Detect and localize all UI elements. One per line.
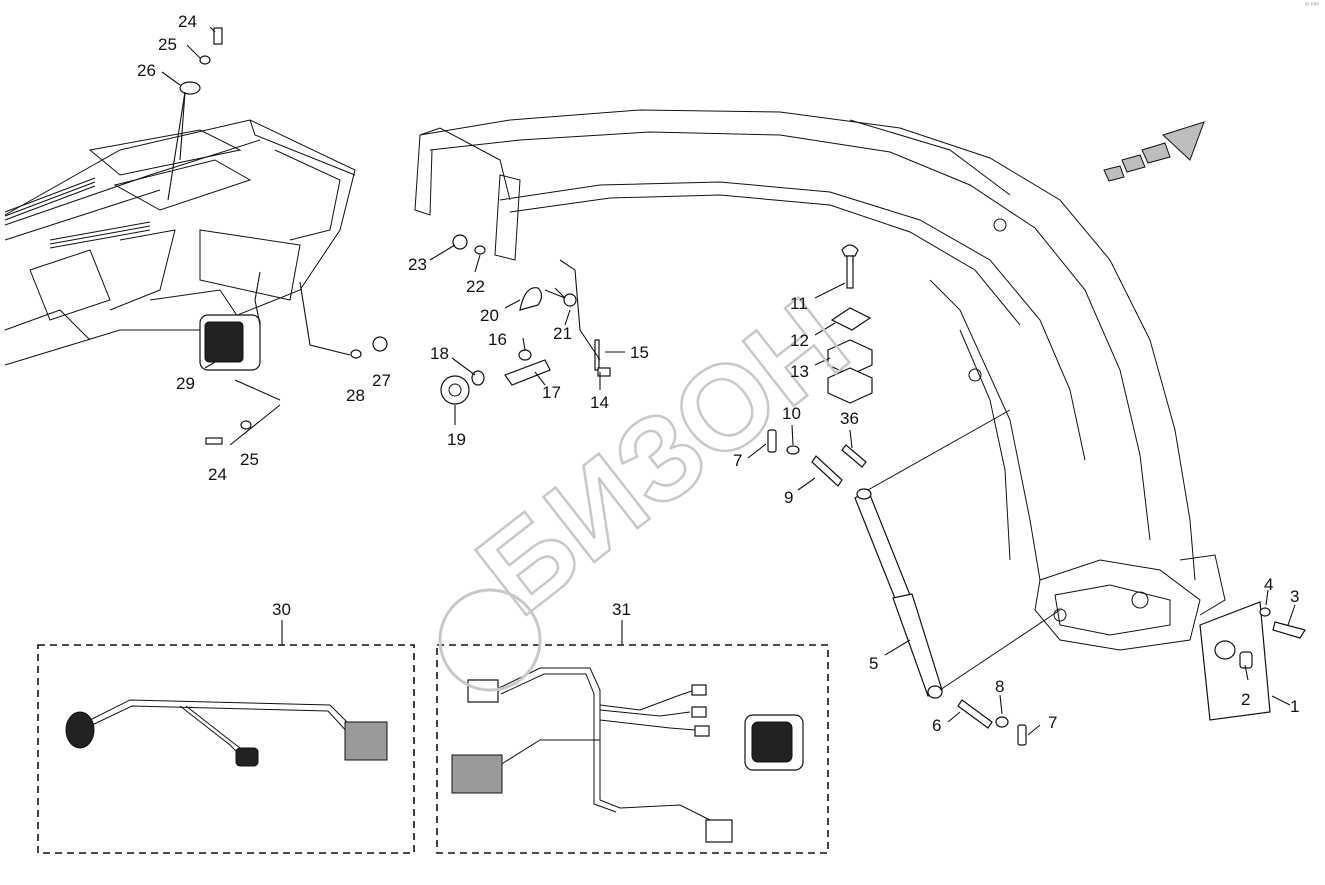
callout-31: 31: [612, 600, 631, 619]
callout-18: 18: [430, 344, 449, 363]
corner-mark: ᵐ ᵐᵐ: [1305, 2, 1319, 9]
callout-21: 21: [553, 324, 572, 343]
pin-9: [811, 455, 843, 487]
callout-14: 14: [590, 393, 609, 412]
kit-30-plug-round: [65, 711, 95, 749]
washer-22: [474, 245, 486, 255]
kit-30-connector: [344, 721, 388, 761]
screw-24-lower: [205, 437, 223, 445]
direction-arrow-icon: [1103, 121, 1205, 182]
kit-31-terminal-3: [694, 725, 710, 737]
plate-12: [830, 307, 872, 331]
washer-8: [995, 716, 1009, 728]
callout-28: 28: [346, 386, 365, 405]
callout-labels: 1 2 3 4 5 6 7 7 8 9 10 11 12 13 14 15 16…: [137, 12, 1299, 735]
hinge-2: [1214, 640, 1236, 660]
callout-19: 19: [447, 430, 466, 449]
frame-assembly-left: [4, 119, 356, 366]
pin-6: [957, 699, 993, 729]
kit-31-terminal-1: [691, 684, 707, 696]
small-parts: [179, 27, 1306, 746]
bushing-2: [1239, 651, 1253, 669]
kit-31-box: [436, 620, 829, 854]
callout-8: 8: [995, 677, 1004, 696]
callout-9: 9: [784, 488, 793, 507]
callout-25-upper: 25: [158, 35, 177, 54]
hinge-plate-1: [1199, 601, 1271, 721]
callout-36: 36: [840, 409, 859, 428]
kit-30-cable: [89, 699, 356, 731]
callout-11: 11: [790, 294, 808, 313]
callout-27: 27: [372, 371, 391, 390]
callout-3: 3: [1290, 587, 1299, 606]
callout-25-lower: 25: [240, 450, 259, 469]
kit-30-inline-connector: [235, 747, 259, 767]
nut-23: [452, 234, 468, 250]
callout-6: 6: [932, 716, 941, 735]
clamp-13-lower: [827, 367, 873, 404]
kit-31-connector-large: [451, 754, 503, 794]
roll-pin-7-upper: [767, 429, 777, 453]
callout-17: 17: [542, 383, 561, 402]
callout-13: 13: [790, 362, 809, 381]
callout-1: 1: [1290, 697, 1299, 716]
callout-15: 15: [630, 343, 649, 362]
shaft-17: [504, 359, 551, 386]
kit-31-terminal-2: [691, 706, 707, 718]
callout-4: 4: [1264, 575, 1273, 594]
callout-24-upper: 24: [178, 12, 197, 31]
ring-18: [471, 370, 485, 386]
bolt-21: [563, 293, 577, 307]
leader-lines: [161, 26, 1296, 736]
washer-10: [786, 445, 800, 455]
callout-7-lower: 7: [1048, 713, 1057, 732]
callout-5: 5: [869, 654, 878, 673]
gasket-26: [179, 81, 201, 95]
callout-23: 23: [408, 255, 427, 274]
callout-12: 12: [790, 331, 809, 350]
boom-arch: [414, 109, 1226, 651]
callout-22: 22: [466, 277, 485, 296]
watermark-logo-icon: [438, 588, 542, 692]
washer-25-upper: [199, 55, 211, 65]
callout-2: 2: [1241, 690, 1250, 709]
washer-28: [350, 349, 362, 359]
pin-36: [841, 444, 867, 468]
bracket-20: [519, 287, 543, 311]
screw-24-upper: [213, 27, 223, 45]
callout-26: 26: [137, 61, 156, 80]
spacer-14: [597, 367, 611, 377]
watermark-text: БИЗОН: [454, 273, 872, 641]
bolt-3: [1272, 621, 1306, 639]
bolt-11: [841, 244, 859, 257]
callout-24-lower: 24: [208, 465, 227, 484]
washer-16: [518, 349, 532, 361]
kit-31-connector-bottom: [705, 819, 733, 843]
grommet-19: [440, 375, 470, 405]
callout-20: 20: [480, 306, 499, 325]
callout-7-upper: 7: [733, 451, 742, 470]
bolt-11-shank: [846, 255, 854, 289]
clamp-13-upper: [827, 339, 873, 376]
roll-pin-7-lower: [1017, 724, 1027, 746]
callout-10: 10: [782, 404, 801, 423]
gas-strut: [854, 409, 1061, 699]
callout-16: 16: [488, 330, 507, 349]
callout-29: 29: [176, 374, 195, 393]
callout-30: 30: [272, 600, 291, 619]
washer-25-lower: [240, 420, 252, 430]
nut-27: [372, 336, 388, 352]
kit-30-box: [37, 620, 415, 854]
washer-4: [1259, 607, 1271, 617]
